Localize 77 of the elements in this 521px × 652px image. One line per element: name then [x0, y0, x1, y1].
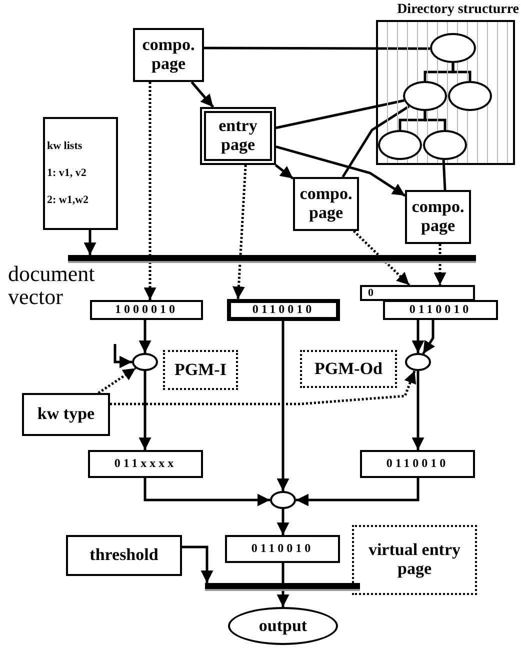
side-label: document vector — [8, 262, 94, 308]
dotted-arrow — [144, 82, 156, 300]
connector-line — [342, 105, 410, 178]
arrow — [144, 478, 270, 506]
vector-box — [383, 300, 498, 320]
node-label: compo. page — [410, 198, 466, 236]
connector-line — [424, 111, 446, 130]
arrow — [138, 371, 152, 450]
arrow — [296, 478, 420, 506]
vector-box — [360, 450, 475, 478]
arrow — [276, 563, 290, 607]
dotted-arrow — [98, 367, 136, 394]
node-label: kw lists — [47, 140, 82, 153]
ellipse-node — [402, 80, 446, 110]
dotted-arrow — [352, 230, 410, 286]
bit-vector: 011xxxx — [114, 457, 177, 471]
node-label: 1: v1, v2 — [47, 167, 86, 180]
bit-vector: 0110010 — [386, 457, 449, 471]
dotted-arrow — [434, 244, 446, 285]
virtual-page-box — [352, 525, 477, 595]
node-label: compo. page — [141, 36, 196, 74]
node-label: PGM-I — [174, 360, 226, 380]
arrow — [276, 145, 406, 197]
entry-page-box — [200, 107, 276, 165]
page-box — [405, 190, 471, 244]
node-label: PGM-Od — [314, 360, 382, 378]
connector-line — [204, 46, 430, 50]
bit-vector: 0110010 — [409, 303, 472, 317]
bit-vector: 0 — [368, 286, 374, 300]
ellipse-node — [405, 353, 431, 371]
vector-box — [360, 285, 475, 301]
ellipse-node — [270, 491, 296, 509]
arrow — [138, 320, 152, 353]
node-label: virtual entry page — [367, 541, 462, 579]
arrow — [274, 164, 294, 180]
arrow — [182, 546, 214, 583]
arrow — [422, 320, 436, 354]
module-box — [163, 350, 238, 390]
module-box — [300, 350, 397, 388]
keyword-list-box — [43, 117, 118, 230]
input-box — [66, 535, 182, 576]
bus-bar — [205, 583, 360, 591]
connector-line — [452, 63, 472, 81]
arrow — [276, 321, 290, 491]
page-box — [293, 177, 359, 231]
input-box — [22, 393, 110, 436]
node-label: output — [258, 616, 308, 636]
bus-bar — [68, 255, 476, 263]
arrow — [412, 320, 424, 353]
vector-box — [90, 300, 203, 320]
node-label: 2: w1,w2 — [47, 194, 89, 207]
vector-box — [88, 450, 203, 478]
node-label: entry page — [218, 117, 258, 155]
dotted-arrow — [110, 370, 416, 406]
vector-box — [225, 535, 340, 563]
arrow — [276, 509, 290, 535]
ellipse-node — [448, 80, 492, 110]
ellipse-node — [422, 130, 466, 160]
connector-line — [442, 160, 446, 190]
dotted-arrow — [232, 164, 247, 300]
node-label: compo. page — [298, 185, 354, 223]
arrow — [190, 81, 214, 108]
bit-vector: 0110010 — [251, 542, 314, 556]
connector-line — [276, 99, 404, 130]
vector-box — [227, 299, 340, 321]
arrow — [114, 344, 132, 368]
bit-vector: 0110010 — [252, 303, 315, 317]
ellipse-node — [430, 32, 476, 62]
node-label: kw type — [37, 405, 95, 424]
node-label: Directory structurre — [397, 2, 519, 18]
page-box — [133, 28, 204, 82]
bit-vector: 1000010 — [115, 303, 178, 317]
ellipse-node — [132, 353, 158, 371]
arrow — [84, 230, 96, 255]
ellipse-node — [378, 130, 422, 160]
node-label: threshold — [90, 546, 158, 565]
arrow — [412, 371, 424, 450]
